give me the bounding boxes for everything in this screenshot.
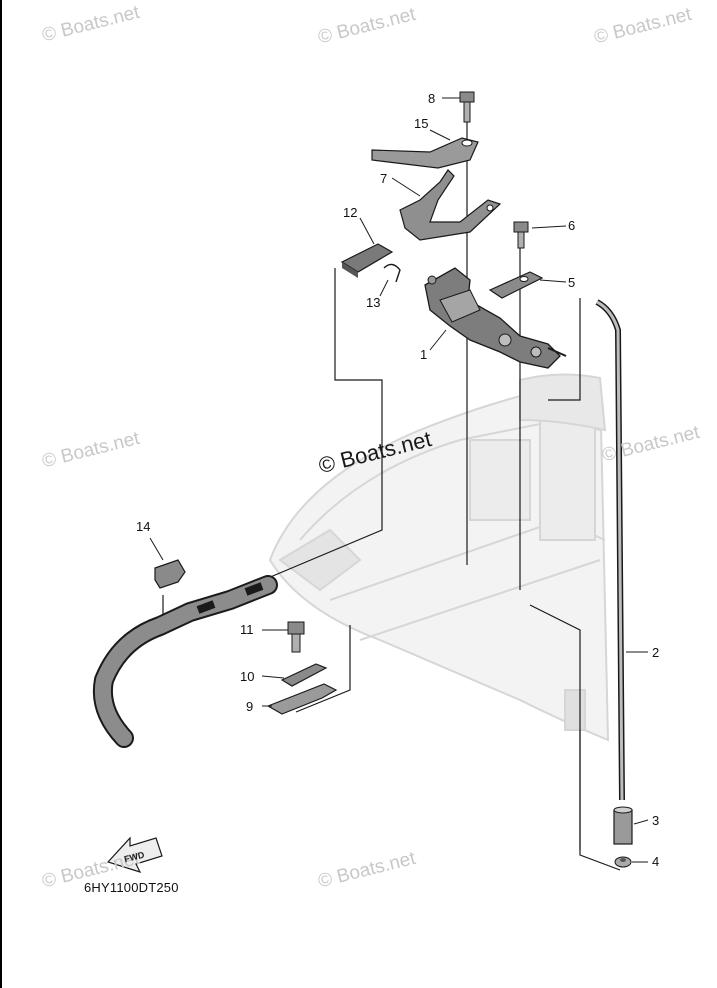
part-5-plate	[488, 271, 544, 299]
part-2-rod	[595, 299, 625, 801]
part-14-holder	[154, 559, 186, 589]
callout-6: 6	[568, 218, 576, 233]
part-15-bracket	[371, 137, 479, 169]
callout-12: 12	[343, 205, 358, 220]
part-7-lever	[399, 169, 502, 241]
part-12-clamp	[340, 243, 394, 278]
cable	[92, 575, 278, 748]
part-1-shift-assembly	[424, 267, 567, 369]
callout-7: 7	[380, 171, 388, 186]
part-9-plate	[266, 683, 338, 715]
callout-11: 11	[240, 622, 254, 637]
part-10-plate	[280, 663, 328, 687]
fwd-arrow-icon	[106, 836, 163, 873]
callout-3: 3	[652, 813, 660, 828]
part-8-bolt	[459, 91, 475, 123]
callout-5: 5	[568, 275, 576, 290]
callout-13: 13	[366, 295, 381, 310]
callout-14: 14	[136, 519, 151, 534]
callout-15: 15	[414, 116, 429, 131]
callout-8: 8	[428, 91, 436, 106]
callout-10: 10	[240, 669, 255, 684]
diagram-code: 6HY1100DT250	[84, 880, 179, 895]
ghost-engine-cowling	[268, 373, 610, 742]
callout-9: 9	[246, 699, 254, 714]
part-13-clip	[383, 263, 401, 283]
callout-lines	[149, 97, 649, 863]
leader-lines	[162, 120, 621, 871]
part-6-bolt	[513, 221, 529, 249]
callout-4: 4	[652, 854, 660, 869]
part-11-bolt	[287, 621, 305, 653]
part-4-nut	[614, 856, 632, 868]
callout-2: 2	[652, 645, 660, 660]
part-3-sleeve	[613, 806, 633, 845]
callout-1: 1	[420, 347, 428, 362]
